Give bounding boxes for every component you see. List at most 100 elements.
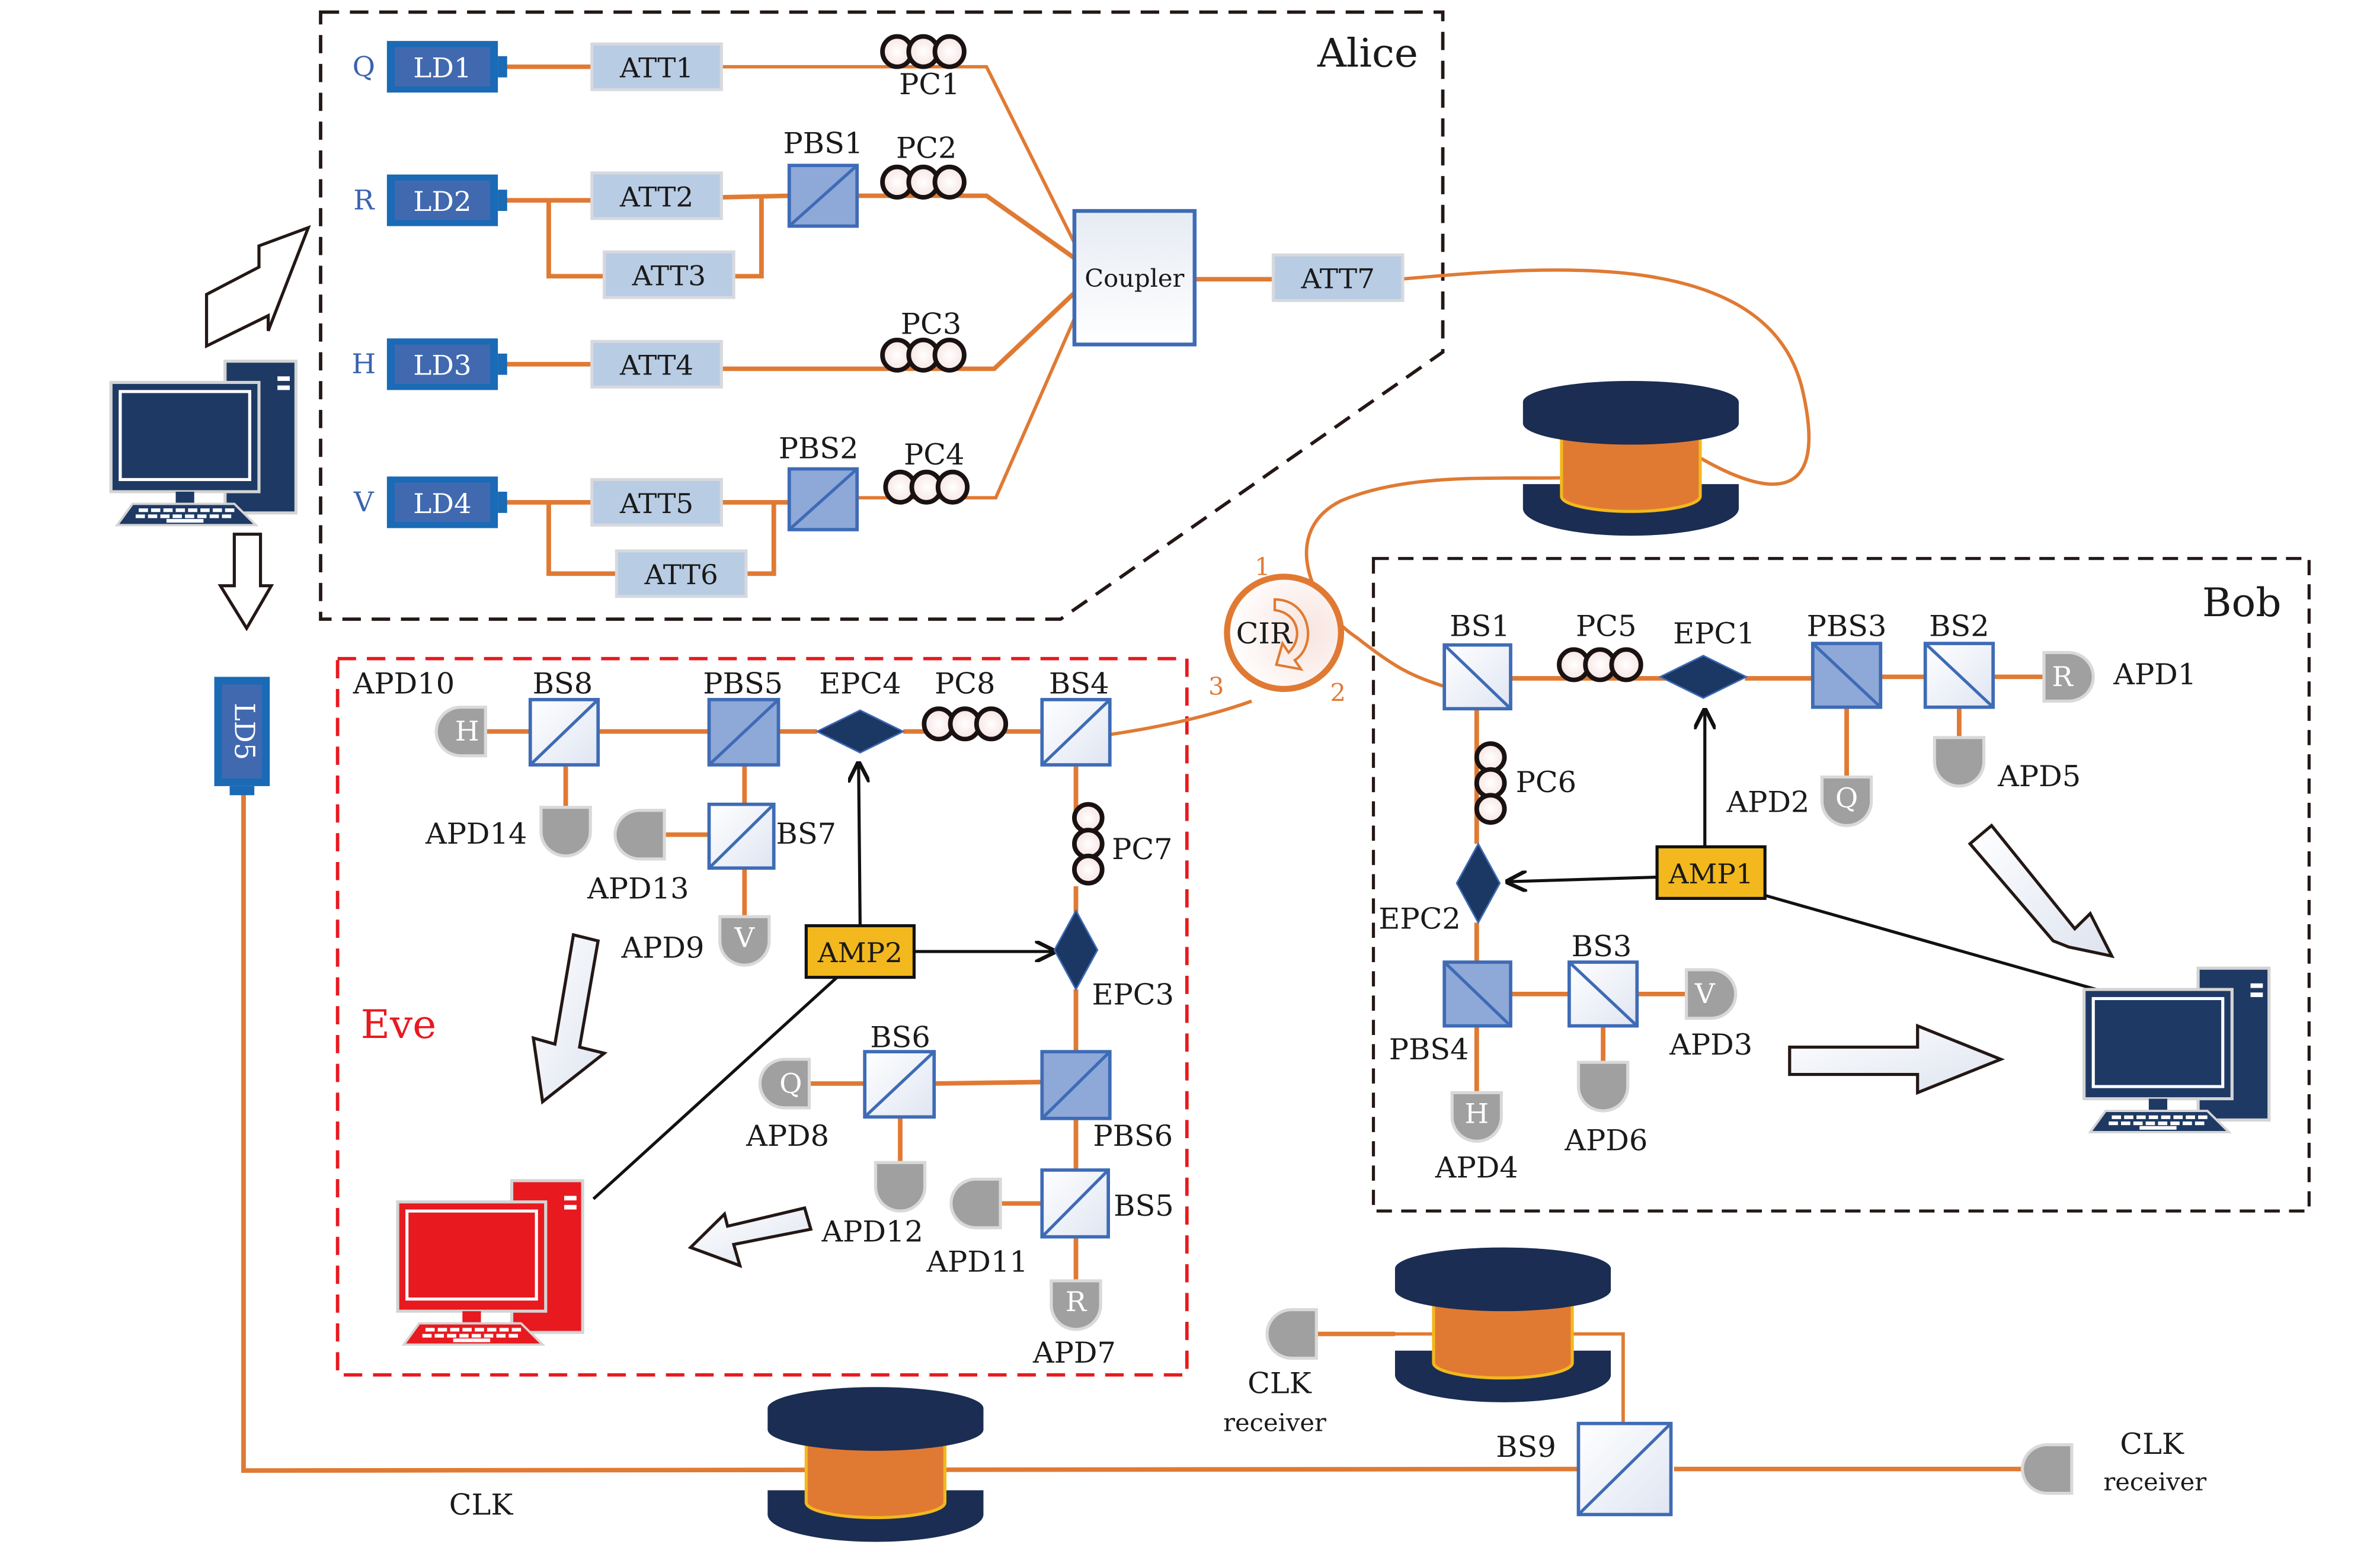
pc5-label: PC5 <box>1576 609 1636 643</box>
bs2 <box>1923 642 1995 709</box>
apd2-label: APD2 <box>1726 785 1809 819</box>
apd9-basis: V <box>734 922 755 954</box>
epc1 <box>1658 655 1748 699</box>
coupler <box>1072 209 1197 347</box>
label-layer: LD1QLD2RLD3HLD4VATT1ATT2ATT3ATT4ATT5ATT6… <box>228 50 2206 1521</box>
amp2 <box>804 924 916 979</box>
pbs6-label: PBS6 <box>1093 1119 1173 1153</box>
optical-fiber <box>721 65 1076 244</box>
fiber-loop <box>974 706 1009 742</box>
clk-receiver-1-line1: CLK <box>1247 1366 1312 1401</box>
apd13 <box>613 809 666 861</box>
bs6-label: BS6 <box>870 1020 930 1055</box>
apd3-basis: V <box>1694 978 1716 1010</box>
laser-ld1 <box>386 41 507 93</box>
laser-ld3-label: LD3 <box>413 350 471 382</box>
eve-computer <box>396 1179 584 1346</box>
apd8-label: APD8 <box>746 1119 829 1153</box>
pbs4 <box>1442 960 1512 1028</box>
fiber-coil <box>1432 1294 1574 1380</box>
laser-port <box>498 353 507 375</box>
att4 <box>590 339 723 389</box>
bs3 <box>1567 960 1639 1028</box>
clk-receiver-2 <box>2021 1443 2074 1495</box>
pc8-label: PC8 <box>935 667 995 701</box>
fiber-loop <box>1072 828 1105 860</box>
optical-fiber <box>721 291 1076 371</box>
att5-label: ATT5 <box>619 488 693 520</box>
pbs5-label: PBS5 <box>703 667 783 701</box>
pc6-label: PC6 <box>1516 765 1576 799</box>
fiber-layer <box>241 64 2048 1473</box>
apd5-label: APD5 <box>1997 759 2081 793</box>
apd1-label: APD1 <box>2113 658 2196 692</box>
epc3-label: EPC3 <box>1092 978 1174 1012</box>
fiber-coil <box>1560 428 1702 513</box>
fiber-loop <box>1474 767 1507 799</box>
apd2-basis: Q <box>1835 782 1858 814</box>
eve-data-arrow-2 <box>687 1206 813 1268</box>
basis-label-4: V <box>353 486 375 518</box>
screen <box>405 1209 538 1301</box>
laser-port <box>498 190 507 212</box>
laser-ld2 <box>386 174 507 226</box>
bob-data-arrow-2 <box>1788 1023 2005 1095</box>
splitter-diagonal <box>788 164 858 228</box>
pc5 <box>1557 647 1643 683</box>
splitter-diagonal <box>1041 1050 1111 1120</box>
pc2 <box>880 164 967 200</box>
laser-port <box>498 491 507 513</box>
att7 <box>1271 253 1405 302</box>
pc7-label: PC7 <box>1112 832 1172 866</box>
bs2-label: BS2 <box>1929 609 1989 643</box>
splitter-diagonal <box>1443 643 1512 710</box>
att6 <box>615 549 748 598</box>
optical-fiber <box>721 193 789 200</box>
pc4-label: PC4 <box>904 437 964 472</box>
circulator-label: CIR <box>1236 616 1294 651</box>
epc1-label: EPC1 <box>1673 616 1755 651</box>
apd4 <box>1450 1091 1504 1143</box>
fiber-spool-main <box>1522 380 1739 536</box>
bob-data-arrow-1 <box>1968 823 2115 959</box>
laser-ld2-label: LD2 <box>413 185 471 217</box>
fiber-loop <box>1474 793 1507 825</box>
pbs2 <box>787 467 859 531</box>
splitter-diagonal <box>1041 1169 1110 1238</box>
control-wire <box>1764 893 2097 991</box>
splitter-diagonal <box>788 467 858 531</box>
apd4-label: APD4 <box>1435 1151 1518 1185</box>
optical-fiber <box>857 193 1076 260</box>
control-wire <box>1508 877 1658 882</box>
basis-label-2: R <box>353 184 375 216</box>
bob-region-border <box>1371 557 2311 1213</box>
bs4 <box>1040 698 1112 767</box>
eve-title: Eve <box>361 1002 437 1047</box>
bs1 <box>1442 643 1512 711</box>
basis-label-3: H <box>351 348 376 380</box>
optical-fiber <box>934 1079 1042 1086</box>
apd7-basis: R <box>1066 1286 1087 1318</box>
screen <box>119 390 251 482</box>
bs5 <box>1040 1168 1111 1239</box>
bs5-label: BS5 <box>1114 1188 1174 1223</box>
bs4-label: BS4 <box>1049 667 1109 701</box>
alice-title: Alice <box>1317 30 1418 76</box>
optical-fiber <box>241 792 1579 1473</box>
ld5-label: LD5 <box>228 703 260 760</box>
apd5 <box>1933 736 1986 788</box>
bs9-label: BS9 <box>1496 1430 1556 1464</box>
pc3 <box>880 337 967 373</box>
pbs5 <box>707 698 780 767</box>
pc6 <box>1474 741 1507 825</box>
circulator-port-1: 1 <box>1255 553 1270 581</box>
apd7 <box>1050 1279 1102 1331</box>
apd10 <box>434 706 487 758</box>
apd8-basis: Q <box>779 1068 802 1100</box>
epc3 <box>1053 909 1099 991</box>
pc7 <box>1072 802 1105 886</box>
screen <box>2091 997 2225 1088</box>
laser-ld5-face <box>222 684 263 779</box>
optical-fiber <box>546 200 604 279</box>
pc4 <box>883 469 970 505</box>
